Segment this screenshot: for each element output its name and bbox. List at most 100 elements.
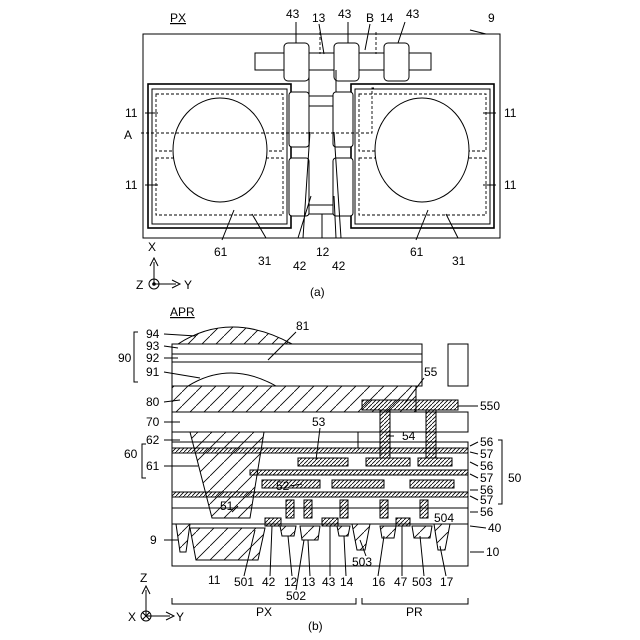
label-13: 13: [302, 575, 316, 589]
label-13: 13: [312, 11, 326, 25]
label-90: 90: [118, 351, 132, 365]
region-label-pr: PR: [406, 605, 423, 619]
label-42: 42: [332, 259, 346, 273]
wire-52c: [410, 480, 454, 488]
label-9: 9: [488, 11, 495, 25]
label-17: 17: [440, 575, 454, 589]
label-60: 60: [124, 447, 138, 461]
gate-47: [396, 518, 410, 526]
label-503: 503: [352, 555, 372, 569]
contact-14: [340, 500, 348, 518]
label-43: 43: [286, 7, 300, 21]
label-502: 502: [286, 589, 306, 603]
label-12: 12: [316, 245, 330, 259]
label-11: 11: [208, 573, 221, 587]
contact-12: [286, 500, 294, 518]
contact-16: [380, 500, 388, 518]
gate-42-ur: [333, 92, 353, 147]
gate-42-ul: [289, 92, 309, 147]
label-80: 80: [146, 395, 160, 409]
label-54: 54: [402, 429, 416, 443]
inner-lens-81: [188, 373, 276, 386]
isolation-9: [176, 524, 190, 552]
axis-z-label-b: Z: [140, 571, 147, 585]
wire-53c: [418, 458, 452, 466]
label-11: 11: [504, 106, 517, 120]
opening-55-wall: [448, 344, 468, 386]
label-11: 11: [504, 178, 517, 192]
label-61: 61: [146, 459, 160, 473]
label-31: 31: [258, 254, 272, 268]
label-61: 61: [410, 245, 424, 259]
label-53: 53: [312, 415, 326, 429]
caption-b: (b): [308, 619, 323, 633]
label-31: 31: [452, 254, 466, 268]
gate-42: [265, 518, 281, 526]
label-10: 10: [486, 545, 500, 559]
gate-43: [322, 518, 338, 526]
label-b: B: [366, 11, 374, 25]
axis-x-label-b: X: [128, 610, 136, 624]
region-label-px-a: PX: [170, 11, 186, 25]
region-brackets: [172, 598, 468, 604]
axis-y-label-a: Y: [184, 278, 192, 292]
label-16: 16: [372, 575, 386, 589]
photodiode-11: [190, 528, 265, 560]
label-43: 43: [406, 7, 420, 21]
diffusion-12: [280, 526, 296, 536]
via-54b: [426, 410, 436, 458]
label-503: 503: [412, 575, 432, 589]
plan-view: PX 43 13 43 B 14 43 9 11 A 11 11 11 61 3…: [124, 7, 517, 299]
label-43: 43: [322, 575, 336, 589]
gate-43-left: [284, 43, 309, 81]
label-504: 504: [434, 511, 454, 525]
region-label-apr: APR: [170, 305, 195, 319]
caption-a: (a): [310, 285, 325, 299]
isolation-503-right: [434, 524, 450, 550]
label-14: 14: [340, 575, 354, 589]
wire-53b: [366, 458, 410, 466]
isolation-503-left: [352, 524, 370, 550]
layer-57-mid: [250, 470, 468, 475]
node-link-vertical: [309, 70, 336, 96]
layer-92: [172, 354, 422, 362]
wire-52: [262, 480, 320, 488]
label-42: 42: [293, 259, 307, 273]
axis-y-label-b: Y: [176, 610, 184, 624]
label-42: 42: [262, 575, 276, 589]
label-91: 91: [146, 365, 160, 379]
pad-550: [362, 400, 458, 410]
axis-z-label-a: Z: [136, 278, 143, 292]
cross-section: APR 94 93 90 92 91 80 70 62 60 61 51 9 8…: [118, 305, 522, 633]
layer-91: [172, 362, 422, 386]
label-11: 11: [125, 106, 138, 120]
label-61: 61: [214, 245, 228, 259]
label-56: 56: [480, 505, 494, 519]
label-51: 51: [220, 499, 234, 513]
label-62: 62: [146, 433, 160, 447]
label-501: 501: [234, 575, 254, 589]
label-14: 14: [380, 11, 394, 25]
wire-52b: [332, 480, 384, 488]
gate-43-center: [334, 43, 359, 81]
microlens-61-right: [375, 98, 469, 202]
wire-53a: [298, 458, 348, 466]
label-70: 70: [146, 415, 160, 429]
layer-93: [172, 344, 422, 354]
label-47: 47: [394, 575, 408, 589]
label-550: 550: [480, 399, 500, 413]
axis-x-label-a: X: [148, 240, 156, 254]
diffusion-14: [337, 526, 350, 536]
label-43: 43: [338, 7, 352, 21]
label-12: 12: [284, 575, 298, 589]
diffusion-17: [412, 526, 432, 538]
gate-43-right: [384, 43, 409, 81]
label-52: 52: [276, 479, 290, 493]
diffusion-16: [380, 526, 396, 538]
region-label-px-b: PX: [256, 605, 272, 619]
label-40: 40: [488, 521, 502, 535]
via-54: [380, 410, 390, 458]
label-11: 11: [125, 178, 138, 192]
microlens-61-left: [173, 98, 267, 202]
